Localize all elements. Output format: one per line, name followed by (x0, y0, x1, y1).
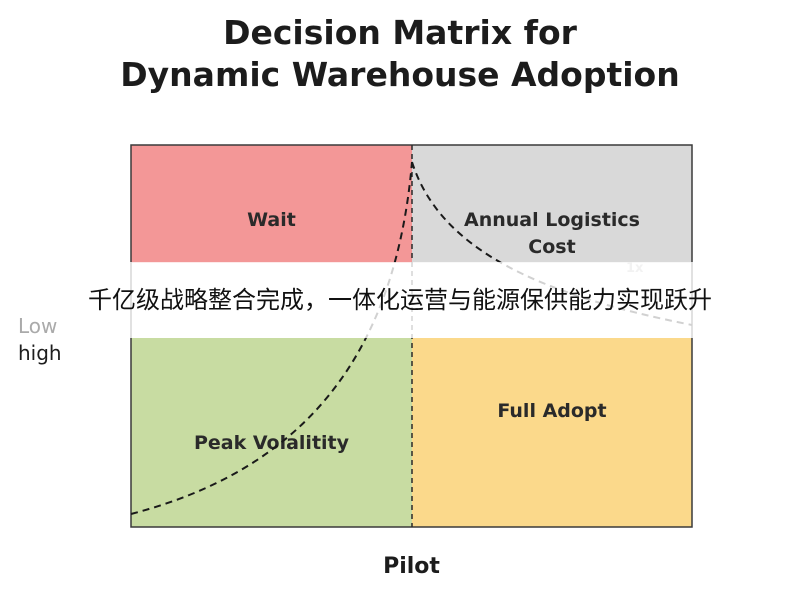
quadrant-label-wait: Wait (247, 209, 296, 231)
diagram-title-line-1: Decision Matrix for (223, 13, 577, 52)
quadrant-label-annual-logistics-cost: Annual Logistics Cost (412, 207, 692, 261)
x-axis-label: Pilot (383, 554, 440, 579)
caption-banner-text: 千亿级战略整合完成，一体化运营与能源保供能力实现跃升 (88, 286, 712, 314)
quadrant-full-adopt (412, 338, 692, 527)
quadrant-label-cost-line-2: Cost (528, 236, 576, 258)
quadrant-label-full-adopt: Full Adopt (497, 400, 607, 422)
quadrant-peak-volatility (131, 338, 412, 527)
y-axis-low-label: Low (18, 314, 58, 338)
quadrant-label-peak-volatility: Peak Volalitity (193, 432, 350, 454)
diagram-title-line-2: Dynamic Warehouse Adoption (120, 55, 680, 94)
y-axis-high-label: high (18, 341, 62, 365)
caption-banner (0, 262, 800, 338)
rising-curve (130, 161, 413, 515)
quadrant-label-cost-line-1: Annual Logistics (464, 209, 640, 231)
quadrant-wait (131, 145, 412, 263)
quadrant-annual-logistics-cost (412, 145, 692, 263)
